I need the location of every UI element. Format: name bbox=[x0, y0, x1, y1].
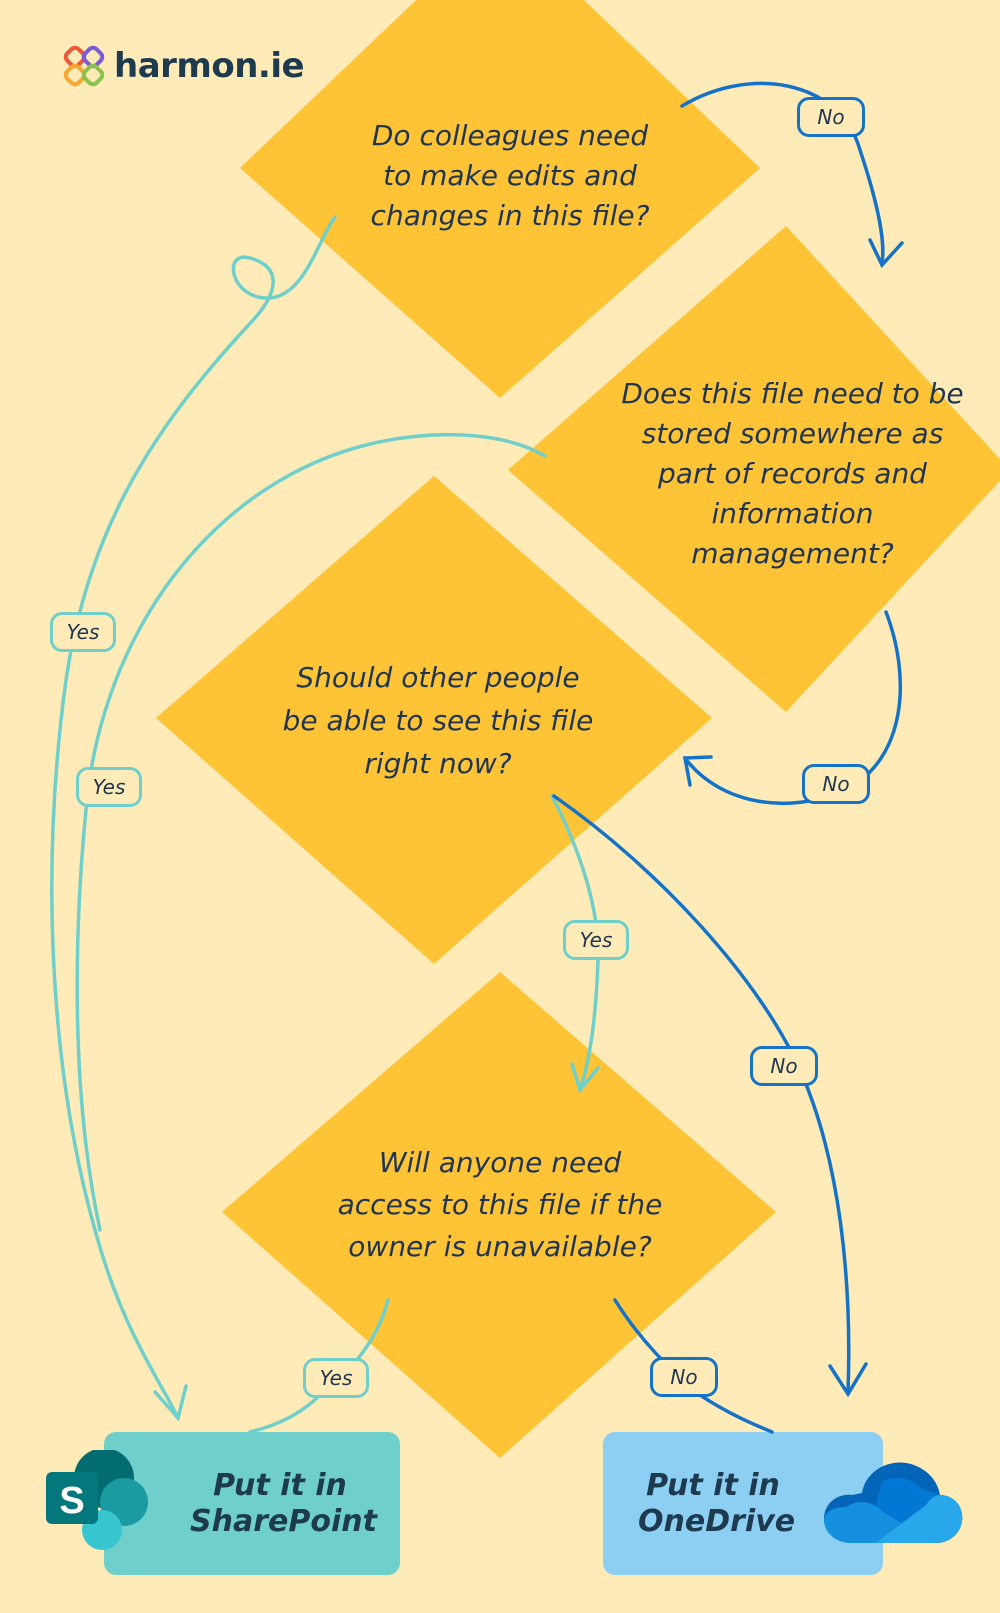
onedrive-outcome-label: Put it in OneDrive bbox=[638, 1467, 796, 1539]
no-arrowhead-onedrive bbox=[828, 1362, 868, 1398]
yes-label-q3: Yes bbox=[563, 920, 629, 960]
sharepoint-icon: S bbox=[46, 1450, 148, 1550]
harmonie-logo-icon bbox=[63, 45, 105, 87]
sharepoint-letter: S bbox=[59, 1480, 84, 1522]
yes-connector-q2 bbox=[75, 432, 547, 1232]
decision-diamond-3 bbox=[156, 476, 712, 964]
onedrive-outcome: Put it in OneDrive bbox=[603, 1432, 823, 1575]
yes-label-q2: Yes bbox=[76, 767, 142, 807]
onedrive-box-bg bbox=[603, 1432, 883, 1575]
decision-diamond-4 bbox=[222, 972, 776, 1458]
sharepoint-box-bg bbox=[104, 1432, 400, 1575]
sharepoint-outcome: Put it in SharePoint bbox=[160, 1432, 400, 1575]
yes-label-q4: Yes bbox=[303, 1358, 369, 1398]
no-label-q3: No bbox=[750, 1046, 818, 1086]
sharepoint-outcome-label: Put it in SharePoint bbox=[190, 1467, 377, 1539]
no-arrowhead-q2 bbox=[868, 238, 904, 269]
yes-arrowhead-q4 bbox=[570, 1062, 600, 1094]
yes-label-q1: Yes bbox=[50, 612, 116, 652]
decision-diamond-2 bbox=[508, 226, 1000, 712]
question-1: Do colleagues need to make edits and cha… bbox=[370, 119, 650, 232]
question-2: Does this file need to be stored somewhe… bbox=[621, 377, 964, 570]
no-label-q1: No bbox=[797, 97, 865, 137]
no-label-q4: No bbox=[650, 1357, 718, 1397]
yes-arrowhead-sharepoint bbox=[153, 1384, 188, 1422]
no-label-q2: No bbox=[802, 764, 870, 804]
decision-diamond-1 bbox=[240, 0, 760, 398]
no-arrowhead-q3 bbox=[682, 755, 713, 787]
brand-logo: harmon.ie bbox=[62, 44, 305, 88]
question-3: Should other people be able to see this … bbox=[282, 661, 594, 780]
yes-connector-q1 bbox=[50, 215, 337, 1420]
onedrive-icon bbox=[824, 1462, 963, 1543]
brand-name: harmon.ie bbox=[114, 46, 305, 86]
question-4: Will anyone need access to this file if … bbox=[337, 1146, 663, 1263]
